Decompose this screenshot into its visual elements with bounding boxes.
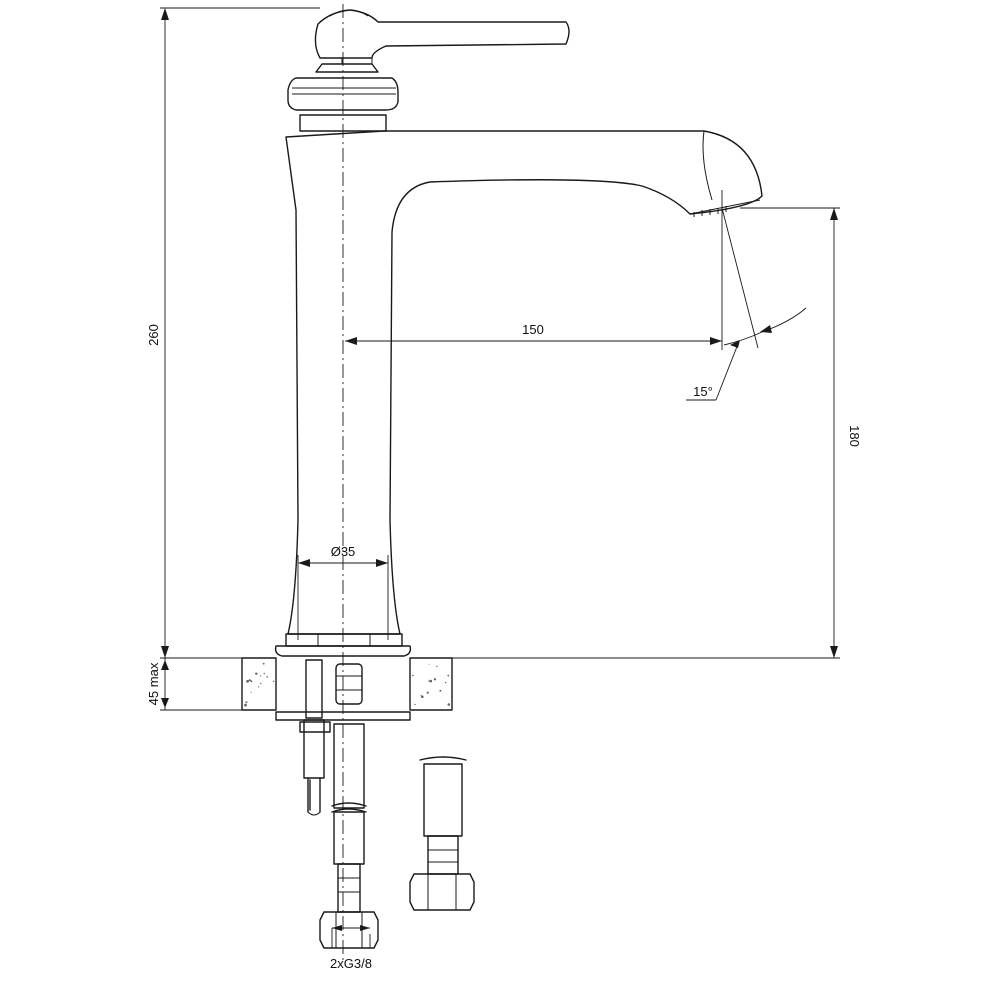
label-connection: 2xG3/8 [330, 956, 372, 971]
label-spout-height: 180 [847, 425, 862, 447]
countertop-section [160, 657, 453, 721]
faucet-outline [274, 9, 763, 657]
label-base-diameter: Ø35 [331, 544, 356, 559]
supply-hose-right [409, 756, 475, 911]
dimension-spout-angle [686, 207, 807, 401]
dimension-total-height [160, 7, 320, 658]
mounting-plate [275, 711, 411, 721]
dimension-spout-reach [345, 190, 723, 350]
dimension-base-diameter [297, 555, 389, 640]
dimension-spout-height [452, 207, 840, 659]
label-counter-thickness: 45 max [146, 662, 161, 705]
dimension-counter-thickness [161, 658, 169, 710]
handle-cap [287, 77, 399, 111]
label-spout-reach: 150 [522, 322, 544, 337]
handle-lever [314, 9, 570, 59]
label-total-height: 260 [146, 324, 161, 346]
label-spout-angle: 15° [693, 384, 713, 399]
spout [285, 130, 763, 635]
mounting-rod [299, 659, 331, 816]
dimension-connection [331, 925, 371, 948]
supply-hose-left [319, 663, 379, 949]
base-ring [285, 633, 403, 647]
